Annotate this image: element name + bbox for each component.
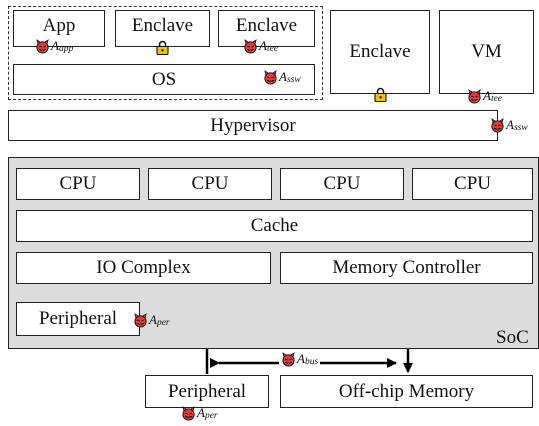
external-peripheral-label: Peripheral	[167, 380, 247, 402]
attacker-base: A	[149, 312, 157, 327]
cpu-box-1: CPU	[16, 168, 140, 200]
hypervisor-box: Hypervisor	[8, 110, 498, 141]
attacker-base: A	[279, 69, 287, 84]
devil-icon	[468, 88, 481, 104]
io-complex-box: IO Complex	[16, 252, 271, 284]
enclave-box-attacked: Enclave	[218, 10, 315, 47]
cache-box: Cache	[16, 210, 533, 242]
attacker-base: A	[259, 38, 267, 53]
external-peripheral-box: Peripheral	[145, 375, 269, 408]
enclave-attacked-label: Enclave	[235, 15, 298, 36]
offchip-memory-label: Off-chip Memory	[338, 380, 475, 402]
cache-label: Cache	[250, 215, 299, 236]
offchip-memory-box: Off-chip Memory	[280, 375, 533, 408]
attacker-sub: ssw	[513, 123, 528, 133]
cpu-label: CPU	[323, 173, 361, 194]
devil-icon	[244, 38, 257, 54]
vm-label: VM	[471, 41, 502, 62]
hypervisor-label: Hypervisor	[210, 114, 296, 136]
attacker-sub: per	[156, 318, 170, 328]
app-box: App	[13, 10, 105, 47]
io-complex-label: IO Complex	[96, 257, 191, 278]
vm-enclave-box: Enclave	[330, 10, 430, 94]
attacker-base: A	[297, 351, 305, 366]
lock-icon	[156, 40, 169, 55]
attacker-base: A	[506, 117, 514, 132]
devil-icon	[282, 351, 295, 367]
attacker-sub: tee	[490, 94, 503, 104]
devil-icon	[491, 117, 504, 133]
cpu-label: CPU	[59, 173, 97, 194]
memory-controller-box: Memory Controller	[280, 252, 533, 284]
cpu-label: CPU	[454, 173, 491, 194]
soc-label: SoC	[496, 327, 529, 348]
cpu-box-4: CPU	[412, 168, 533, 200]
enclave-label: Enclave	[131, 15, 194, 36]
memory-controller-label: Memory Controller	[332, 257, 481, 278]
attacker-base: A	[483, 88, 491, 103]
cpu-box-3: CPU	[280, 168, 404, 200]
attacker-sub: bus	[304, 357, 319, 367]
cpu-box-2: CPU	[148, 168, 272, 200]
attacker-base: A	[197, 405, 205, 420]
devil-icon	[264, 69, 277, 85]
lock-icon	[374, 87, 387, 102]
attacker-base: A	[51, 38, 59, 53]
untrusted-software-group	[8, 6, 323, 100]
vm-enclave-label: Enclave	[349, 41, 411, 62]
internal-peripheral-box: Peripheral	[16, 302, 140, 336]
devil-icon	[36, 38, 49, 54]
os-label: OS	[151, 68, 177, 90]
devil-icon	[134, 312, 147, 328]
internal-peripheral-label: Peripheral	[38, 308, 118, 329]
cpu-label: CPU	[191, 173, 229, 194]
vm-box: VM	[439, 10, 534, 94]
app-label: App	[42, 15, 76, 36]
attacker-sub: per	[204, 411, 218, 421]
attacker-sub: tee	[266, 44, 279, 54]
attacker-sub: app	[58, 44, 74, 54]
devil-icon	[182, 405, 195, 421]
attacker-sub: ssw	[286, 75, 301, 85]
